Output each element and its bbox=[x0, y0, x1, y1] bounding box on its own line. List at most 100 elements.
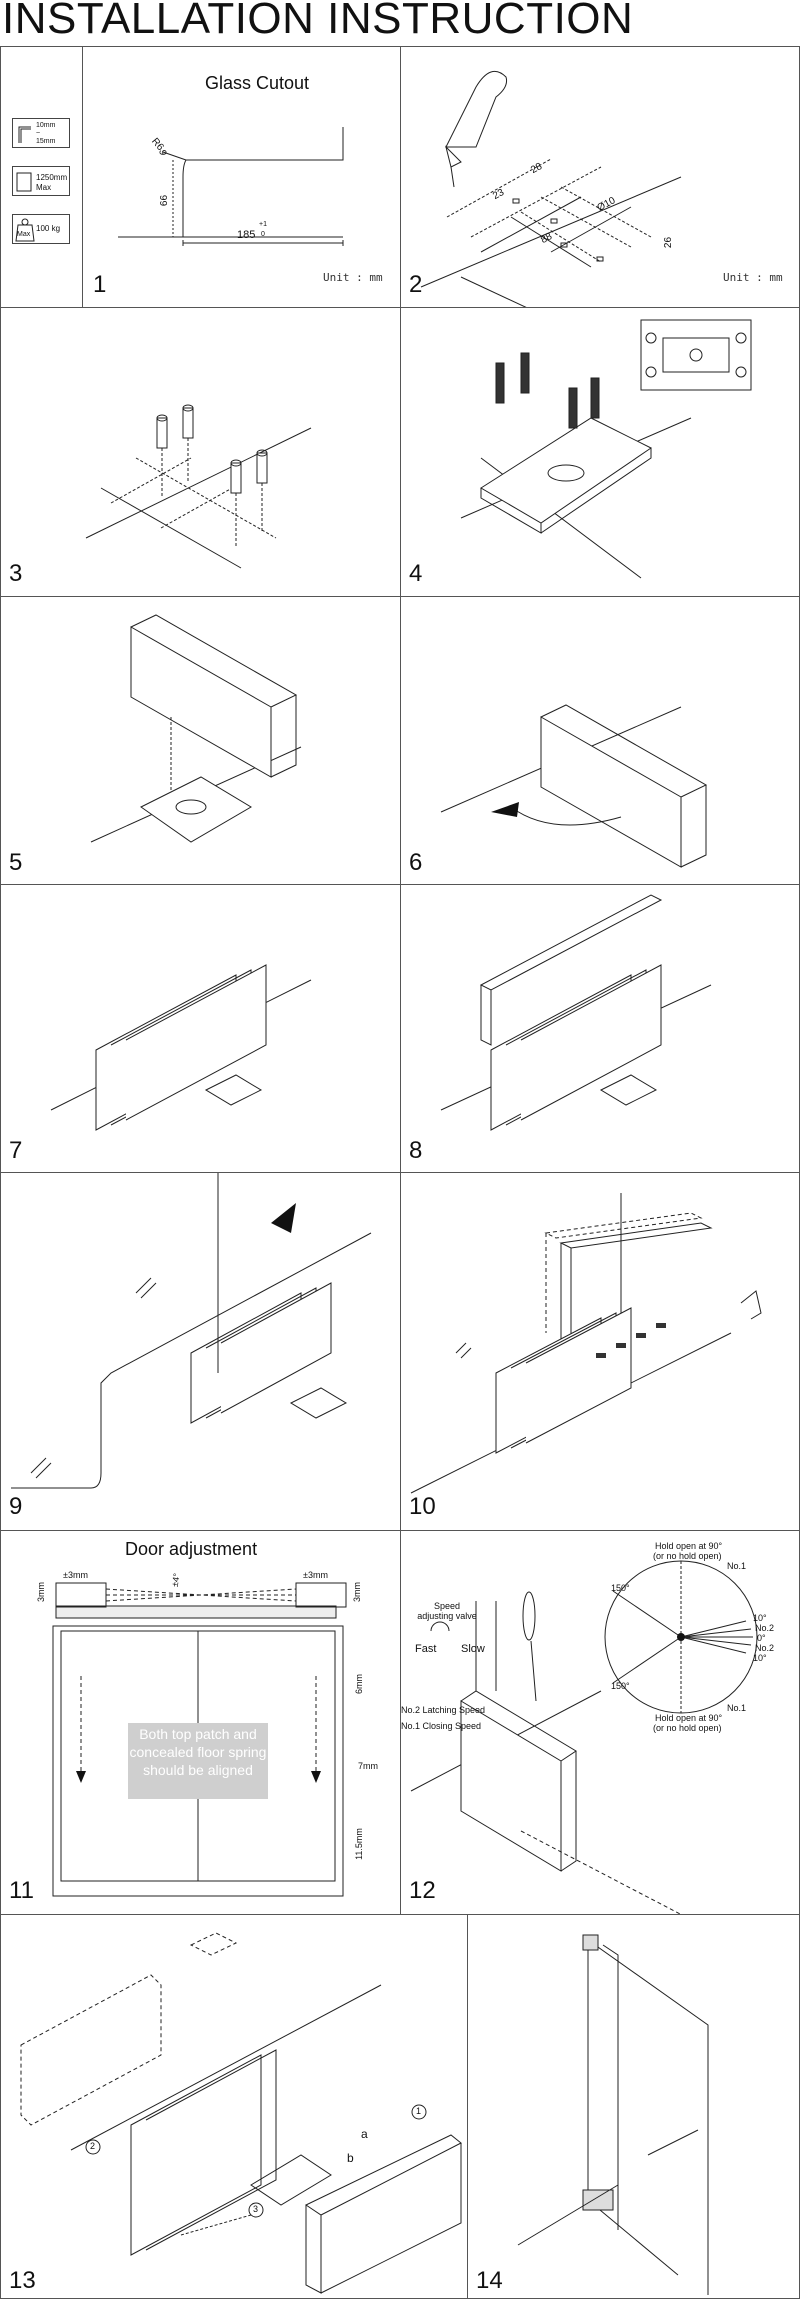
step-9-panel: 9 bbox=[1, 1173, 400, 1530]
dim-6: 6 bbox=[158, 149, 170, 156]
speed-adjustment-drawing bbox=[410, 1560, 758, 1914]
angle-no2-bottom: No.2 bbox=[755, 1643, 775, 1653]
row-divider bbox=[0, 884, 800, 885]
step-number: 11 bbox=[9, 1877, 34, 1904]
weight-icon bbox=[15, 218, 35, 242]
dim-v2: 3mm bbox=[352, 1582, 362, 1602]
row-divider bbox=[0, 1172, 800, 1173]
fix-glass-drawing bbox=[410, 1193, 762, 1494]
step-number: 14 bbox=[476, 2267, 503, 2294]
label-a: a bbox=[361, 2127, 368, 2141]
base-plate-drawing bbox=[460, 319, 752, 579]
rotate-spring-drawing bbox=[440, 704, 708, 868]
insert-glass-drawing bbox=[11, 1173, 372, 1489]
step-number: 13 bbox=[9, 2267, 36, 2294]
direction-arrow-icon bbox=[271, 1203, 296, 1233]
angle-150-bottom: 150° bbox=[611, 1681, 630, 1691]
hold-top: Hold open at 90° bbox=[655, 1541, 723, 1551]
step-number: 12 bbox=[409, 1877, 436, 1904]
step-number: 1 bbox=[93, 271, 107, 298]
grid-col-divider-bottom bbox=[467, 1914, 468, 2299]
unit-label: Unit : mm bbox=[323, 271, 383, 284]
step-7-panel: 7 bbox=[1, 885, 400, 1172]
dim-left: ±3mm bbox=[63, 1570, 88, 1580]
step-13-panel: 1 2 3 a b 13 bbox=[1, 1915, 467, 2298]
callout-3-icon bbox=[248, 2202, 264, 2218]
step-14-panel: 14 bbox=[468, 1915, 799, 2298]
callout-3-text: 3 bbox=[253, 2204, 259, 2214]
angle-no2-top: No.2 bbox=[755, 1623, 775, 1633]
anchor-bolt bbox=[156, 414, 168, 498]
callout-1-icon bbox=[411, 2104, 427, 2120]
rotate-arrow-icon bbox=[491, 802, 519, 817]
unit-label: Unit : mm bbox=[723, 271, 783, 284]
callout-2-icon bbox=[85, 2139, 101, 2155]
step-11-panel: Door adjustment ±3mm ±3mm ±4° 3mm 3mm 6m… bbox=[1, 1531, 400, 1914]
step-1-panel: Glass Cutout R6 6 66 185 +1 0 Unit : mm … bbox=[83, 47, 400, 307]
alignment-note: Both top patch and concealed floor sprin… bbox=[128, 1723, 268, 1799]
angle-0: 0° bbox=[757, 1633, 766, 1643]
row-divider bbox=[0, 1530, 800, 1531]
step-number: 7 bbox=[9, 1137, 23, 1164]
dim-side: 7mm bbox=[358, 1761, 378, 1771]
spec-width-text: 1250mm Max bbox=[36, 173, 68, 192]
step-number: 6 bbox=[409, 849, 423, 876]
cover-assembly-drawing bbox=[20, 1932, 462, 2294]
step-4-panel: 4 bbox=[401, 308, 800, 596]
step-10-panel: 10 bbox=[401, 1173, 800, 1530]
row-divider bbox=[0, 1914, 800, 1915]
step-5-panel: 5 bbox=[1, 597, 400, 884]
dim-185: 185 bbox=[237, 229, 256, 241]
callout-2-text: 2 bbox=[90, 2141, 96, 2151]
step-number: 8 bbox=[409, 1137, 423, 1164]
dim-tol-up: +1 bbox=[259, 221, 267, 228]
step-1-title: Glass Cutout bbox=[205, 73, 310, 93]
patch-fitting-drawing bbox=[50, 964, 312, 1131]
step-2-panel: 28 23 88 Ø10 26 Unit : mm 2 bbox=[401, 47, 800, 307]
finished-door-drawing bbox=[517, 1934, 709, 2295]
grid-col-divider bbox=[400, 46, 401, 1914]
step-12-panel: Speed adjusting valve Fast Slow No.2 Lat… bbox=[401, 1531, 800, 1914]
thickness-icon bbox=[18, 126, 31, 143]
row-divider bbox=[0, 596, 800, 597]
spec-weight-prefix: Max bbox=[17, 231, 31, 238]
mount-spring-drawing bbox=[90, 614, 302, 843]
callout-1-text: 1 bbox=[416, 2106, 422, 2116]
angle-no1-top: No.1 bbox=[727, 1561, 747, 1571]
angle-no1-bottom: No.1 bbox=[727, 1703, 747, 1713]
spec-width: 1250mm Max bbox=[12, 166, 70, 196]
spec-divider bbox=[82, 46, 83, 307]
dim-26: 26 bbox=[663, 236, 675, 249]
dim-right: ±3mm bbox=[303, 1570, 328, 1580]
width-icon bbox=[16, 172, 32, 192]
hold-bottom: Hold open at 90° bbox=[655, 1713, 723, 1723]
spec-thickness-text: 10mm ~ 15mm bbox=[36, 122, 56, 145]
drilling-drawing bbox=[420, 70, 682, 307]
rotation-arrow-icon bbox=[430, 1621, 450, 1632]
dim-tol-down: 0 bbox=[261, 231, 265, 238]
step-number: 2 bbox=[409, 271, 423, 298]
hold-top-sub: (or no hold open) bbox=[653, 1551, 722, 1561]
step-3-panel: 3 bbox=[1, 308, 400, 596]
page-title: INSTALLATION INSTRUCTION bbox=[2, 0, 634, 43]
step-11-title: Door adjustment bbox=[125, 1539, 258, 1559]
row-divider bbox=[0, 307, 800, 308]
step-8-panel: 8 bbox=[401, 885, 800, 1172]
cover-fitting-drawing bbox=[440, 894, 712, 1131]
valve-label: Speed adjusting valve bbox=[417, 1601, 477, 1621]
fast-label: Fast bbox=[415, 1643, 437, 1655]
step-number: 9 bbox=[9, 1493, 23, 1520]
dim-bottom: 11.5mm bbox=[353, 1828, 364, 1860]
hold-bottom-sub: (or no hold open) bbox=[653, 1723, 722, 1733]
slow-label: Slow bbox=[461, 1643, 485, 1655]
step-number: 5 bbox=[9, 849, 23, 876]
step-number: 4 bbox=[409, 560, 423, 587]
label-b: b bbox=[347, 2151, 354, 2165]
spec-weight-text: 100 kg bbox=[36, 224, 61, 233]
step-6-panel: 6 bbox=[401, 597, 800, 884]
angle-10-top: 10° bbox=[753, 1613, 767, 1623]
spec-weight: Max 100 kg bbox=[12, 214, 70, 244]
dim-66: 66 bbox=[159, 194, 171, 207]
step-number: 3 bbox=[9, 560, 23, 587]
step-number: 10 bbox=[409, 1493, 436, 1520]
